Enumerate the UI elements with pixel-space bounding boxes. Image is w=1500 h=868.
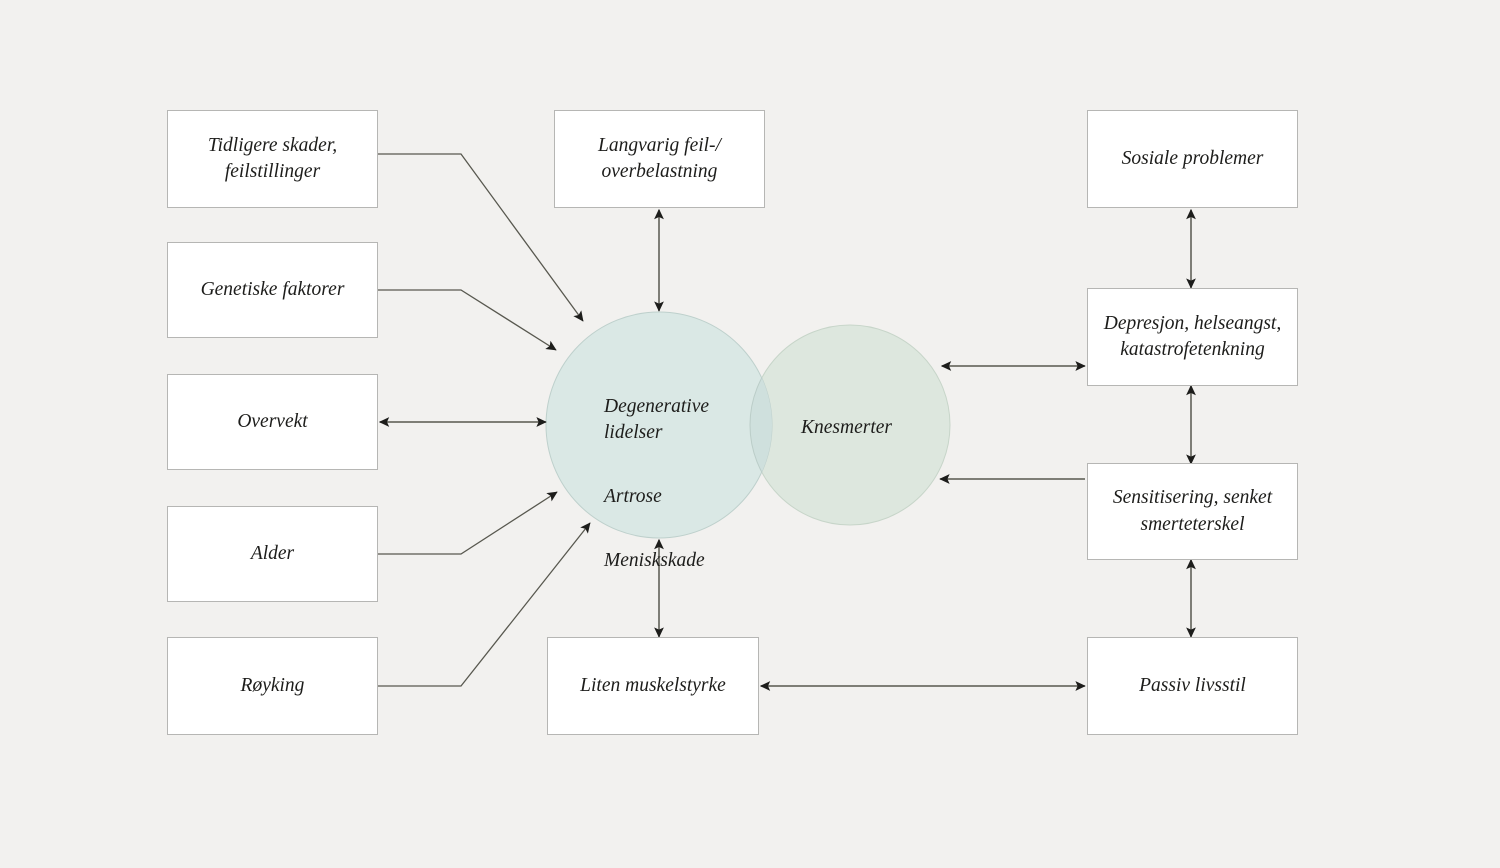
connector-tidligere-skader-to-circle <box>378 153 584 322</box>
node-label: Røyking <box>240 674 305 696</box>
venn-left-line-1: Degenerative lidelser <box>604 395 710 443</box>
degenerative-lidelser-label: Degenerative lidelser Artrose Meniskskad… <box>604 368 754 599</box>
node-label: Tidligere skader, feilstillinger <box>207 134 338 182</box>
node-label: Langvarig feil-/ overbelastning <box>598 134 721 182</box>
node-label: Alder <box>250 542 295 564</box>
connector-genetiske-faktorer-to-circle <box>378 289 557 351</box>
node-alder[interactable]: Alder <box>167 506 378 602</box>
node-label: Overvekt <box>237 410 308 432</box>
node-label: Depresjon, helseangst, katastrofetenknin… <box>1103 312 1282 360</box>
node-label: Passiv livsstil <box>1139 674 1246 696</box>
node-label: Liten muskelstyrke <box>580 674 726 696</box>
node-liten-muskelstyrke[interactable]: Liten muskelstyrke <box>547 637 759 735</box>
node-overvekt[interactable]: Overvekt <box>167 374 378 470</box>
knesmerter-label: Knesmerter <box>801 417 892 438</box>
node-label: Sosiale problemer <box>1121 147 1264 169</box>
node-sosiale-problemer[interactable]: Sosiale problemer <box>1087 110 1298 208</box>
node-sensitisering[interactable]: Sensitisering, senket smerteterskel <box>1087 463 1298 560</box>
venn-left-line-2: Artrose <box>604 485 662 507</box>
node-label: Sensitisering, senket smerteterskel <box>1112 487 1273 535</box>
node-depresjon[interactable]: Depresjon, helseangst, katastrofetenknin… <box>1087 288 1298 386</box>
node-langvarig-belastning[interactable]: Langvarig feil-/ overbelastning <box>554 110 765 208</box>
node-royking[interactable]: Røyking <box>167 637 378 735</box>
node-tidligere-skader[interactable]: Tidligere skader, feilstillinger <box>167 110 378 208</box>
node-passiv-livsstil[interactable]: Passiv livsstil <box>1087 637 1298 735</box>
node-genetiske-faktorer[interactable]: Genetiske faktorer <box>167 242 378 338</box>
connector-alder-to-circle <box>378 491 558 555</box>
node-label: Genetiske faktorer <box>200 278 345 300</box>
venn-left-line-3: Meniskskade <box>604 549 705 571</box>
